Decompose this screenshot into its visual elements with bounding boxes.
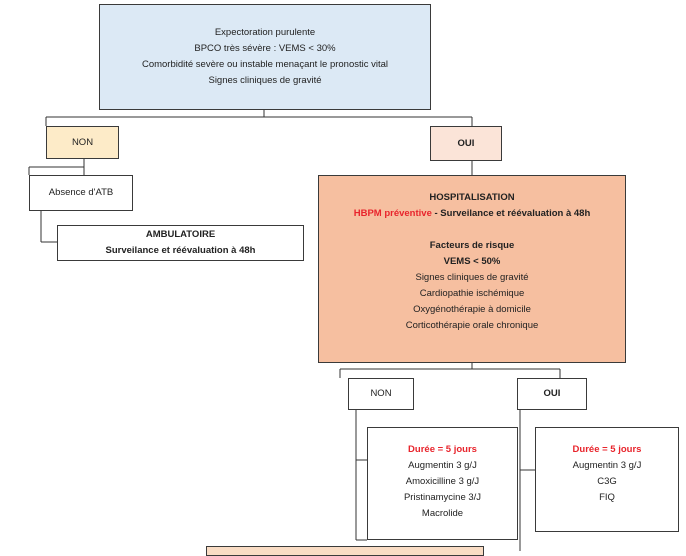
non-label-2: NON: [370, 388, 392, 399]
hospitalisation-box: HOSPITALISATION HBPM préventive - Survei…: [318, 175, 626, 363]
oui-box-2: OUI: [517, 378, 587, 410]
vems-threshold: VEMS < 50%: [443, 256, 501, 267]
surveillance-label: - Surveilance et réévaluation à 48h: [431, 208, 591, 219]
treatment-item: FIQ: [599, 492, 615, 503]
risk-factor-item: Cardiopathie ischémique: [419, 288, 525, 299]
treatment-item: Amoxicilline 3 g/J: [405, 476, 480, 487]
risk-factor-item: Oxygénothérapie à domicile: [413, 304, 531, 315]
treatment-item: Augmentin 3 g/J: [572, 460, 642, 471]
ambulatoire-box: AMBULATOIRE Surveilance et réévaluation …: [57, 225, 304, 261]
absence-atb-label: Absence d'ATB: [48, 187, 114, 198]
ambulatoire-title: AMBULATOIRE: [145, 229, 216, 240]
treatment-item: Pristinamycine 3/J: [403, 492, 482, 503]
non-box: NON: [46, 126, 119, 159]
oui-box: OUI: [430, 126, 502, 161]
treatment-oui-box: Durée = 5 jours Augmentin 3 g/J C3G FIQ: [535, 427, 679, 532]
hospitalisation-surveillance-line: HBPM préventive - Surveilance et réévalu…: [319, 206, 625, 222]
treatment-item: Macrolide: [421, 508, 464, 519]
hbpm-label: HBPM préventive: [353, 208, 432, 219]
non-label: NON: [71, 137, 94, 148]
hospitalisation-title: HOSPITALISATION: [429, 192, 515, 203]
treatment-item: Augmentin 3 g/J: [408, 460, 477, 471]
duration-label: Durée = 5 jours: [572, 444, 642, 455]
treatment-item: C3G: [597, 476, 617, 487]
criteria-line: Comorbidité sevère ou instable menaçant …: [141, 59, 389, 70]
bottom-box: [206, 546, 484, 556]
risk-factors-title: Facteurs de risque: [429, 240, 515, 251]
criteria-box: Expectoration purulente BPCO très sévère…: [99, 4, 431, 110]
risk-factor-item: Signes cliniques de gravité: [415, 272, 529, 283]
criteria-line: Expectoration purulente: [214, 27, 316, 38]
treatment-non-box: Durée = 5 jours Augmentin 3 g/J Amoxicil…: [367, 427, 518, 540]
ambulatoire-subtitle: Surveilance et réévaluation à 48h: [105, 245, 256, 256]
criteria-line: Signes cliniques de gravité: [208, 75, 322, 86]
non-box-2: NON: [348, 378, 414, 410]
absence-atb-box: Absence d'ATB: [29, 175, 133, 211]
duration-label: Durée = 5 jours: [408, 444, 477, 455]
risk-factor-item: Corticothérapie orale chronique: [405, 320, 539, 331]
criteria-line: BPCO très sévère : VEMS < 30%: [194, 43, 336, 54]
oui-label: OUI: [457, 138, 475, 149]
oui-label-2: OUI: [543, 388, 561, 399]
